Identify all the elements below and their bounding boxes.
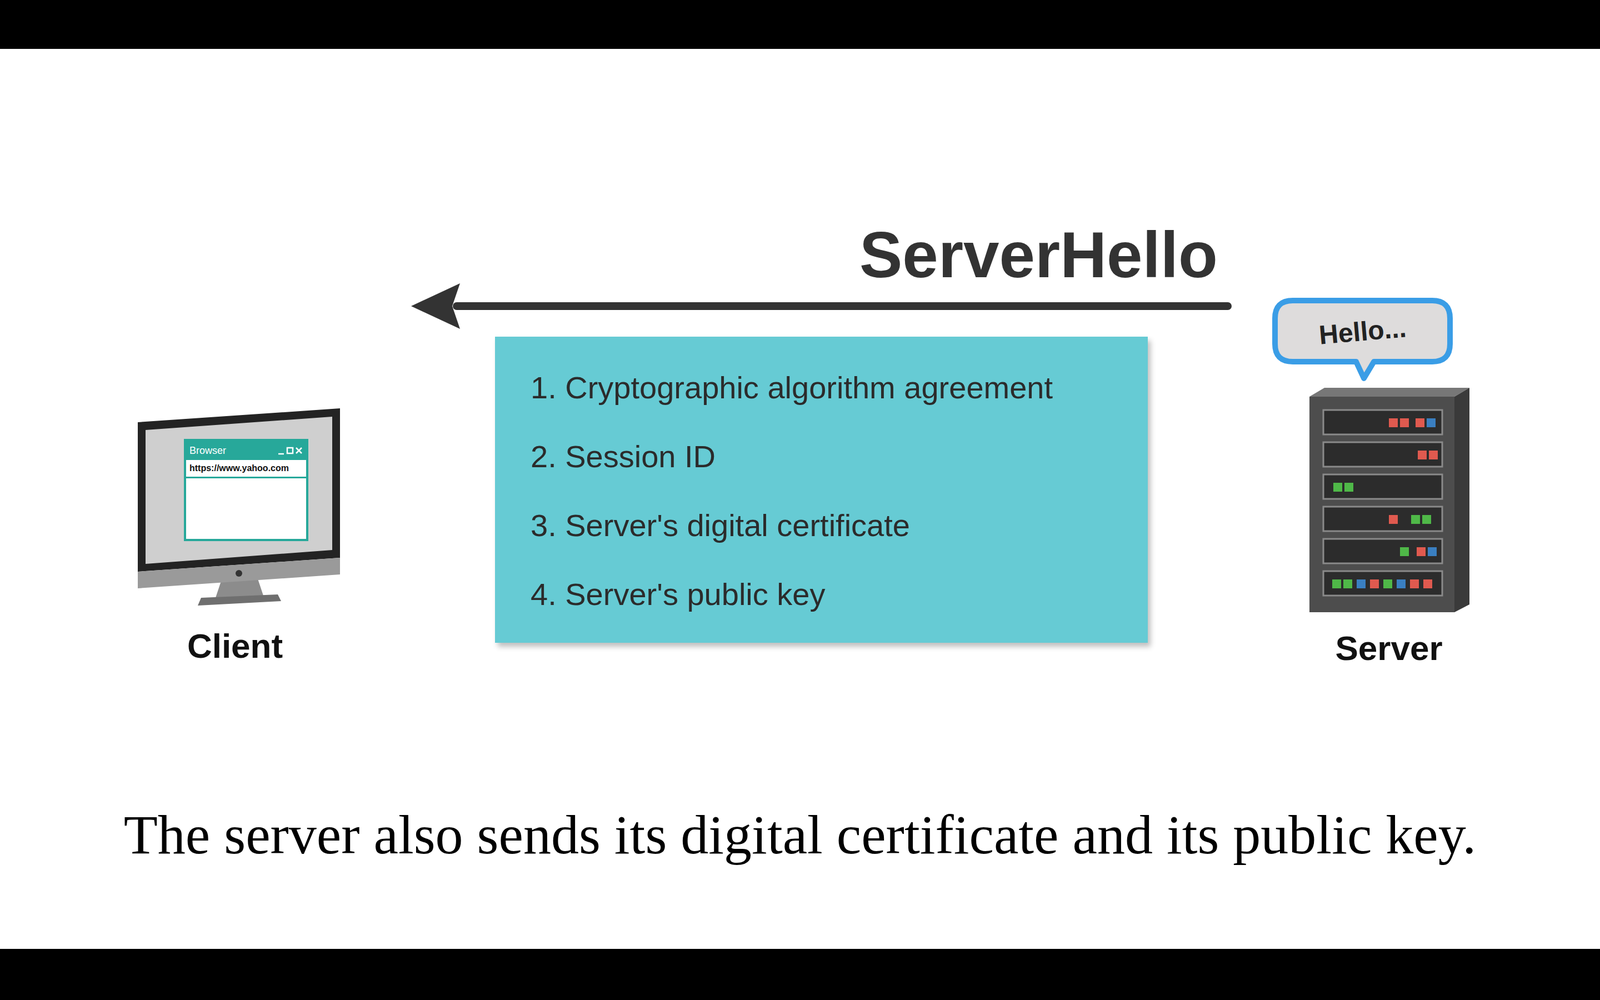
list-item: 3. Server's digital certificate	[530, 491, 910, 560]
arrow-shaft	[456, 302, 1228, 310]
window-title: Browser	[189, 445, 227, 457]
monitor-icon	[137, 408, 340, 606]
icon-label: Server	[1335, 627, 1443, 669]
icon-label: Client	[187, 625, 283, 667]
caption-area: The server also sends its digital certif…	[22, 800, 1578, 870]
browser-address-bar: https://www.yahoo.com	[186, 460, 307, 479]
speech-bubble: Hello...	[1270, 296, 1455, 383]
client-icon: Client Browser https://www.yahoo.com	[58, 288, 412, 678]
list-item: 2. Session ID	[530, 422, 716, 492]
server-rack-icon	[1309, 387, 1470, 613]
address-text: https://www.yahoo.com	[186, 460, 289, 477]
browser-title-bar: Browser	[186, 441, 307, 460]
message-panel: 1. Cryptographic algorithm agreement2. S…	[495, 336, 1148, 643]
server-icon: Server	[1227, 288, 1550, 678]
arrow-head	[411, 283, 460, 329]
list-item: 1. Cryptographic algorithm agreement	[530, 353, 1053, 423]
window-controls	[277, 445, 303, 456]
browser-window: Browser https://www.yahoo.com	[183, 438, 309, 542]
message-name: ServerHello	[859, 216, 1218, 294]
letterbox-bar	[0, 0, 1600, 49]
list-item: 4. Server's public key	[530, 560, 825, 629]
letterbox-bar	[0, 948, 1600, 1000]
caption: The server also sends its digital certif…	[22, 800, 1578, 870]
